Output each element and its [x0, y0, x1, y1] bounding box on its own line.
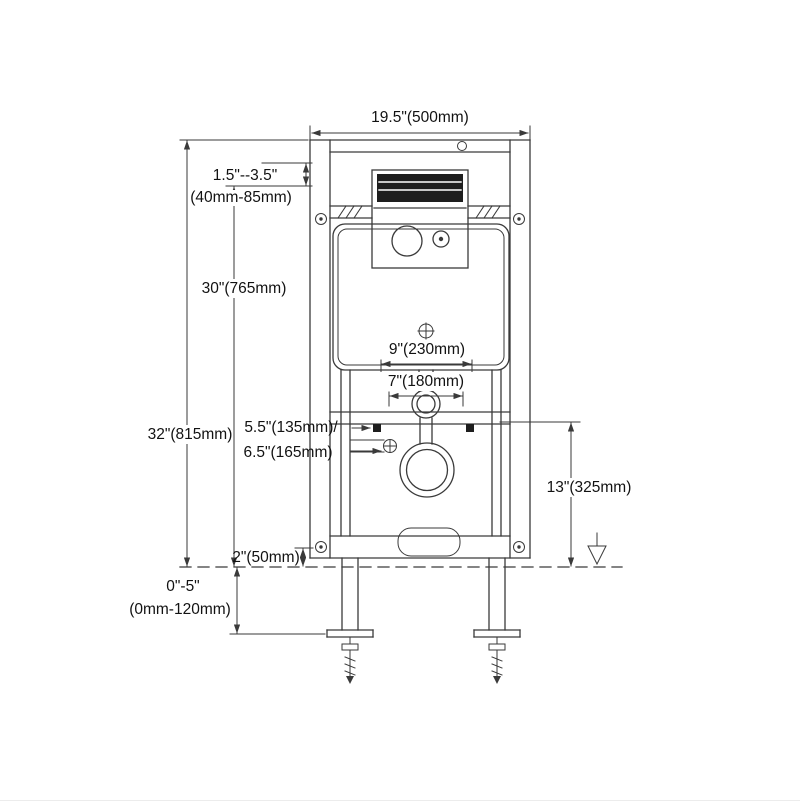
label-floor-range-mm: (0mm-120mm)	[129, 601, 231, 618]
access-panel	[377, 174, 463, 202]
dim-floor-range	[229, 567, 326, 635]
dimension-labels: 19.5"(500mm) 1.5"--3.5" (40mm-85mm) 30"(…	[129, 109, 631, 618]
dim-wall-range	[225, 162, 313, 187]
datum-symbol	[587, 532, 607, 566]
label-wall-range-in: 1.5"--3.5"	[213, 167, 277, 184]
bowl-outlet-template	[397, 527, 461, 557]
label-clearance-50: 2"(50mm)	[232, 549, 300, 566]
dim-height-815mm	[179, 139, 309, 567]
inlet-valve-circle	[432, 230, 450, 248]
label-wall-range-mm: (40mm-85mm)	[190, 189, 292, 206]
label-offset-135: 5.5"(135mm)/	[244, 419, 338, 436]
adjustable-legs	[326, 557, 521, 638]
frame-structure	[309, 139, 531, 559]
rail-bolts	[315, 141, 525, 553]
water-inlet-symbol	[417, 322, 435, 340]
label-width-top: 19.5"(500mm)	[371, 109, 469, 126]
label-height-325: 13"(325mm)	[547, 479, 632, 496]
label-spacing-180: 7"(180mm)	[388, 373, 464, 390]
drain-flange	[411, 389, 441, 445]
flush-valve-circle	[391, 225, 423, 257]
label-height-765: 30"(765mm)	[202, 280, 287, 297]
label-offset-165: 6.5"(165mm)	[243, 444, 332, 461]
label-masks	[144, 190, 638, 497]
dim-spacing-180mm	[388, 391, 464, 407]
dim-width-500mm	[309, 125, 531, 140]
flush-actuator-unit	[371, 169, 469, 269]
label-height-815: 32"(815mm)	[148, 426, 233, 443]
cistern-tank	[332, 223, 510, 371]
anchor-bolt-right	[488, 636, 506, 684]
label-floor-range-in: 0"-5"	[166, 578, 199, 595]
fixing-bolts	[373, 424, 474, 432]
bracket-hatching	[337, 205, 501, 219]
waste-outlet	[399, 442, 455, 498]
dim-clearance-50mm	[294, 547, 314, 567]
anchor-bolt-left	[341, 636, 359, 684]
label-spacing-230: 9"(230mm)	[389, 341, 465, 358]
